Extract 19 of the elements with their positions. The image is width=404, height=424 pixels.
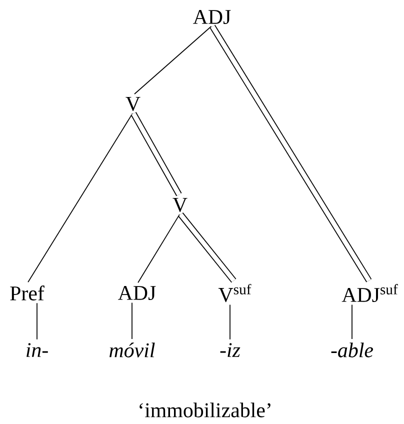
word-label: móvil [110,342,155,358]
category-label: V [126,97,140,111]
category-label: ADJ [193,10,231,24]
word-label: -able [331,342,374,358]
category-label: Pref [10,286,44,300]
word-label: in- [26,343,48,357]
category-label: V [172,198,188,212]
category-label: ADJ$^{suf}$ [342,284,398,302]
caption: ‘immobilizable’ [140,402,270,418]
word-label: -iz [220,343,240,357]
double-branch [178,212,236,283]
tree-branch [134,26,212,94]
category-label: ADJ [118,286,156,300]
category-label: V$^{suf}$ [218,284,252,302]
tree-branch [36,302,38,340]
double-branch [130,112,182,196]
tree-branch [28,113,133,283]
double-branch [210,24,372,282]
tree-branch [138,214,180,284]
